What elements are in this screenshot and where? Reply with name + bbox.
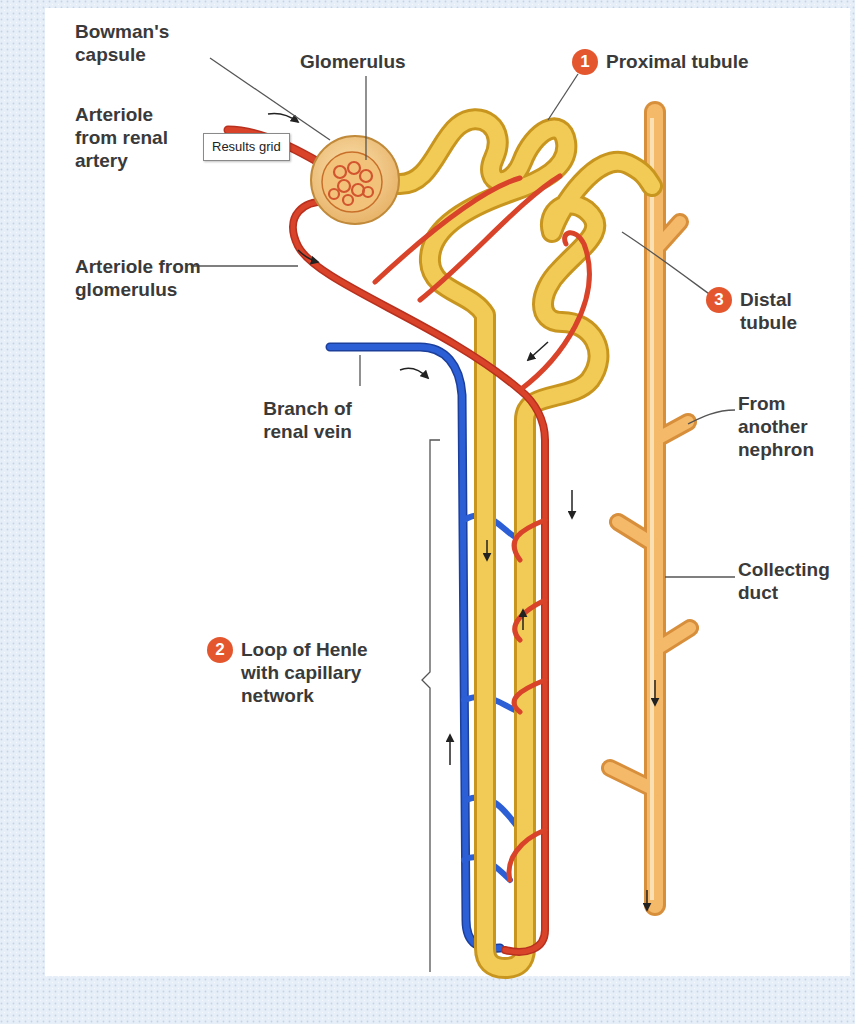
part-label: Collecting duct xyxy=(738,558,853,604)
part-label: From another nephron xyxy=(738,392,838,461)
flow-arrows xyxy=(268,113,655,910)
bowmans-capsule xyxy=(311,136,399,224)
callout-node: 3Distal tubule xyxy=(706,287,732,313)
glomerulus-tuft xyxy=(329,162,373,205)
part-label: Bowman's capsule xyxy=(75,20,200,66)
renal-tubule xyxy=(398,119,652,968)
part-label: Arteriole from renal artery xyxy=(75,103,197,172)
callout-number: 3 xyxy=(706,287,732,313)
part-label: Branch of renal vein xyxy=(250,397,365,443)
part-label: Loop of Henle with capillary network xyxy=(241,638,393,707)
part-label: Arteriole from glomerulus xyxy=(75,255,240,301)
panel xyxy=(45,8,850,976)
callout-number: 2 xyxy=(207,637,233,663)
leader-lines xyxy=(192,58,735,972)
callout-node: 2Loop of Henle with capillary network xyxy=(207,637,233,663)
part-label: Proximal tubule xyxy=(606,50,855,73)
arterioles xyxy=(228,130,589,952)
callout-number: 1 xyxy=(572,49,598,75)
tooltip-text: Results grid xyxy=(212,139,281,155)
tooltip-box: Results grid xyxy=(203,133,290,161)
callout-node: 1Proximal tubule xyxy=(572,49,598,75)
part-label: Glomerulus xyxy=(300,50,440,73)
collecting-duct xyxy=(610,112,690,905)
part-label: Distal tubule xyxy=(740,288,820,334)
